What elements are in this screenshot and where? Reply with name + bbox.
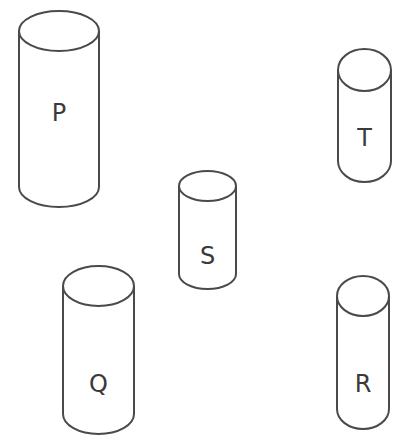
cylinder-body bbox=[337, 296, 389, 429]
cylinder-top bbox=[338, 49, 391, 91]
cylinder: S bbox=[178, 170, 237, 290]
cylinder-top bbox=[19, 11, 99, 51]
cylinder-top bbox=[63, 266, 134, 306]
cylinder: Q bbox=[62, 265, 135, 435]
cylinder-top bbox=[337, 276, 389, 316]
cylinder-top bbox=[179, 171, 236, 201]
cylinder-label: R bbox=[355, 372, 372, 396]
cylinder-outline bbox=[178, 170, 237, 290]
cylinder: R bbox=[336, 275, 390, 430]
cylinder-outline bbox=[62, 265, 135, 435]
cylinder-body bbox=[63, 286, 134, 434]
cylinder-outline bbox=[337, 48, 392, 183]
cylinder-label: S bbox=[200, 244, 215, 268]
cylinder-outline bbox=[336, 275, 390, 430]
cylinder-body bbox=[338, 70, 391, 182]
cylinder-label: P bbox=[52, 101, 66, 125]
cylinder-label: Q bbox=[89, 372, 108, 396]
cylinder-label: T bbox=[357, 126, 372, 150]
cylinder-body bbox=[179, 186, 236, 289]
cylinder: P bbox=[18, 10, 100, 208]
cylinder: T bbox=[337, 48, 392, 183]
cylinder-body bbox=[19, 31, 99, 207]
